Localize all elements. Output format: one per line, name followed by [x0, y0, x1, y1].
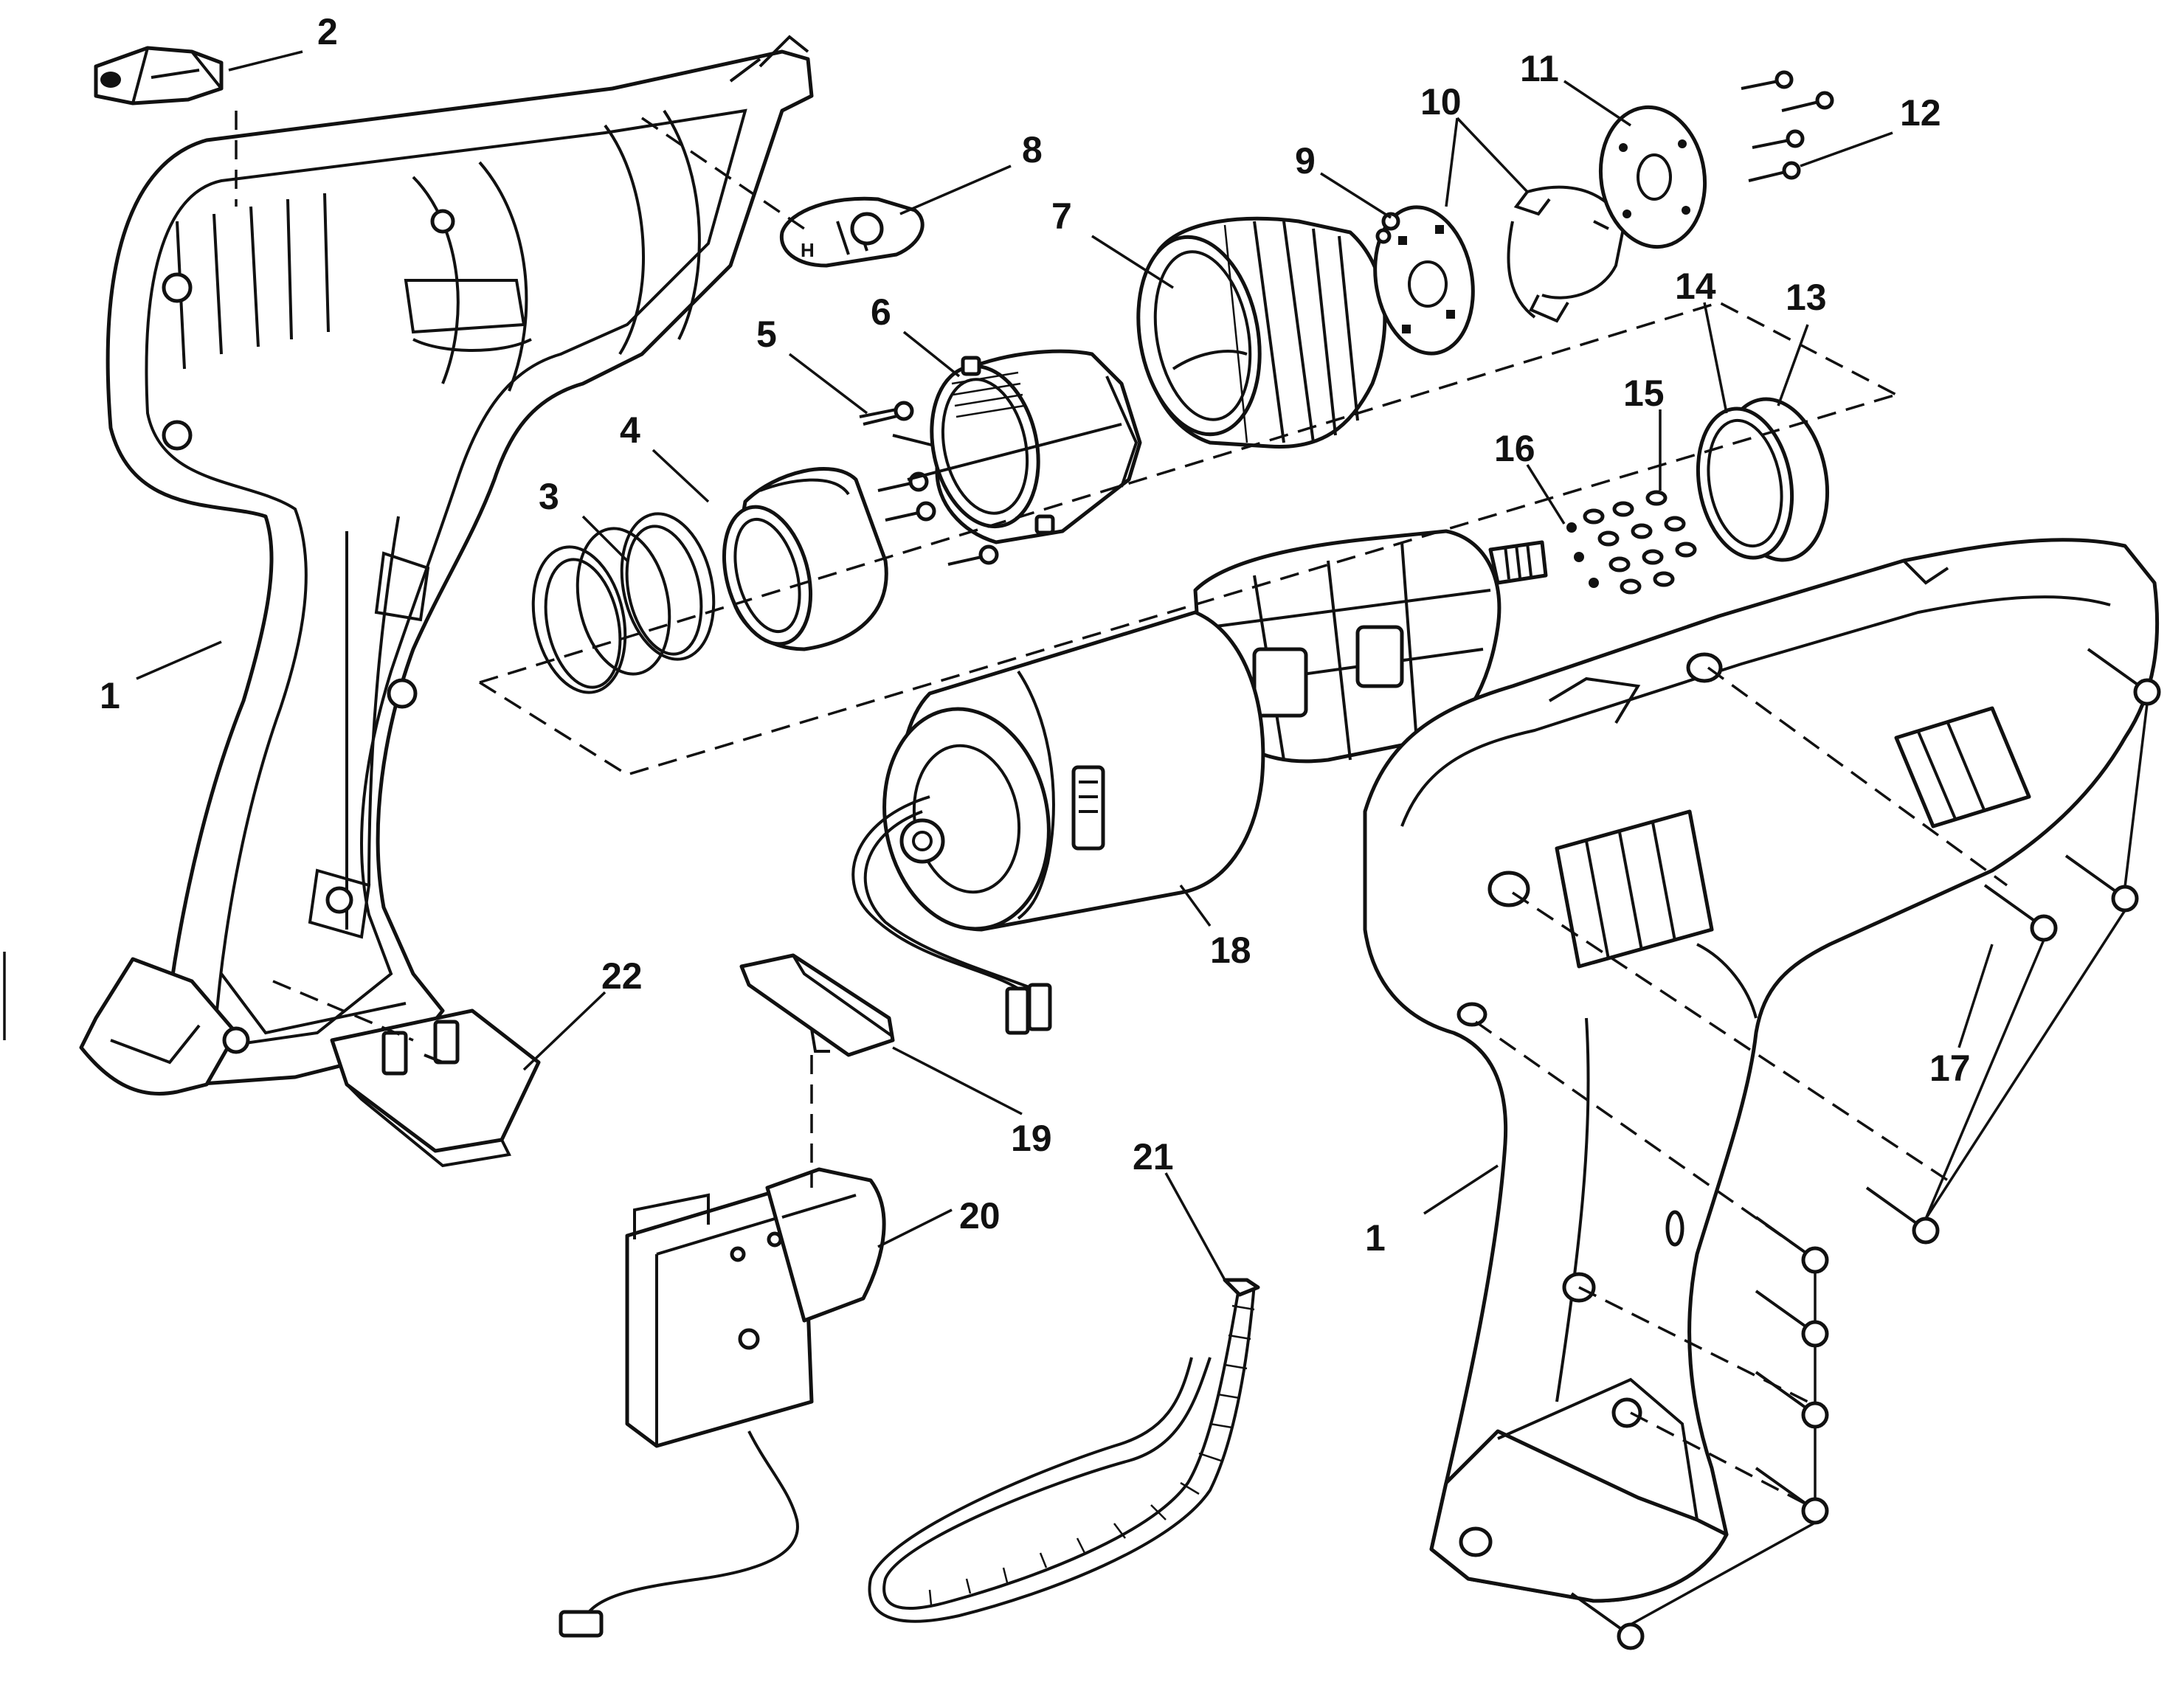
part-8-marking: H [801, 239, 815, 261]
callout-part-11: 11 [1520, 48, 1559, 89]
callout-part-14: 14 [1675, 266, 1716, 307]
part-20-switch [559, 1167, 886, 1638]
part-17-housing-screws [1570, 648, 2161, 1650]
part-6-gear-case [907, 349, 1142, 544]
part-12-screws [1741, 70, 1834, 182]
callout-part-1-right: 1 [1365, 1217, 1386, 1259]
part-9-plate [1373, 205, 1475, 356]
part-19-button [739, 953, 895, 1057]
part-13-14-rings [1696, 397, 1830, 562]
callout-labels: 1 2 3 4 5 6 7 8 9 10 11 12 13 14 15 16 1… [100, 11, 1971, 1259]
callout-part-8: 8 [1022, 129, 1043, 170]
part-4-ring [722, 467, 888, 651]
part-18-motor-gearbox [851, 529, 1548, 1035]
part-21-wrist-strap [868, 1278, 1260, 1623]
callout-part-2: 2 [317, 11, 338, 52]
right-housing-half [1363, 538, 2160, 1603]
callout-part-3: 3 [539, 476, 559, 517]
callout-part-20: 20 [959, 1195, 1001, 1236]
callout-part-21: 21 [1133, 1136, 1174, 1177]
part-22-contact-plate [330, 1008, 541, 1168]
part-8-plate: H [779, 196, 925, 268]
part-11-washer-plate [1598, 105, 1707, 249]
callout-part-5: 5 [756, 314, 777, 355]
callout-part-17: 17 [1929, 1048, 1971, 1089]
left-housing-half [79, 35, 814, 1096]
callout-part-12: 12 [1900, 92, 1941, 134]
callout-part-1-left: 1 [100, 675, 120, 716]
callout-leader-lines [136, 50, 1994, 1281]
part-15-16-pins-and-balls [1566, 490, 1697, 595]
callout-part-13: 13 [1786, 277, 1827, 318]
callout-part-9: 9 [1295, 140, 1316, 181]
part-2-shift-knob [94, 46, 224, 105]
callout-part-4: 4 [620, 409, 640, 451]
callout-part-10: 10 [1420, 81, 1462, 122]
callout-part-6: 6 [871, 291, 891, 333]
callout-part-18: 18 [1210, 930, 1251, 971]
callout-part-22: 22 [601, 955, 643, 997]
part-10-clips [1507, 185, 1625, 323]
callout-part-16: 16 [1494, 428, 1535, 469]
callout-part-7: 7 [1051, 196, 1072, 237]
callout-part-15: 15 [1623, 373, 1665, 414]
callout-part-19: 19 [1011, 1118, 1052, 1159]
alignment-dashed-lines [235, 111, 2008, 1506]
part-3-spring [531, 512, 716, 694]
part-7-clutch-collar [1136, 216, 1387, 449]
